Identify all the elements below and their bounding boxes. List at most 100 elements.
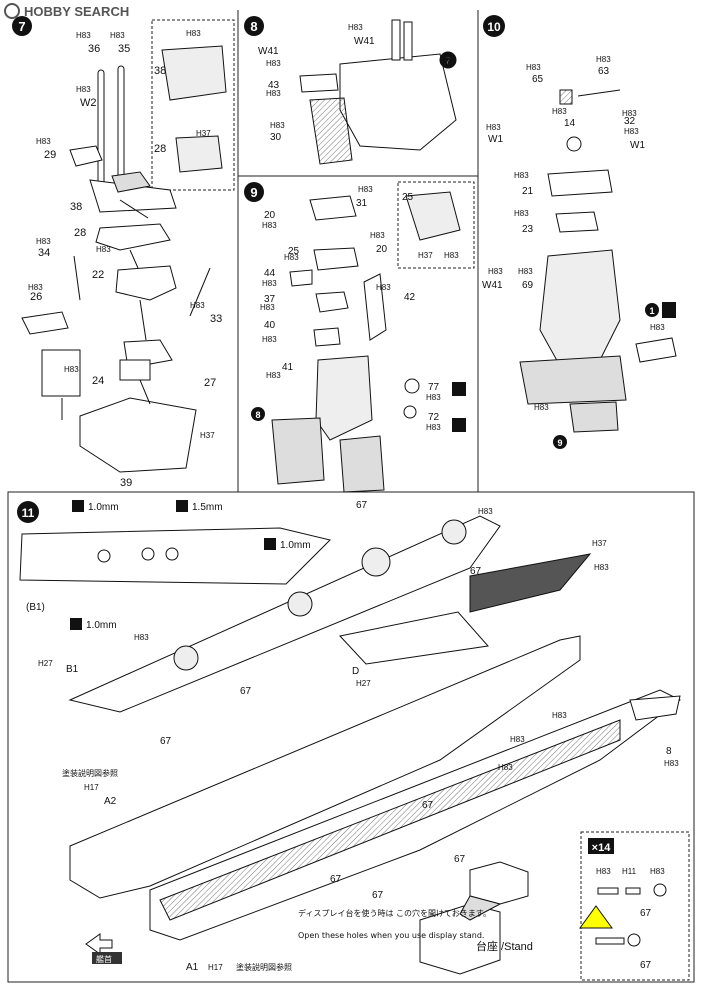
- svg-text:41: 41: [282, 362, 294, 373]
- step-8-part-labels: W41 W41 43 30: [258, 36, 375, 143]
- svg-text:30: 30: [270, 132, 282, 143]
- svg-text:H83: H83: [110, 31, 125, 40]
- svg-text:H37: H37: [418, 251, 433, 260]
- svg-text:H27: H27: [38, 659, 53, 668]
- svg-text:44: 44: [264, 268, 276, 279]
- svg-text:H83: H83: [370, 231, 385, 240]
- svg-text:8: 8: [250, 19, 257, 34]
- svg-text:H83: H83: [284, 253, 299, 262]
- svg-text:ディスプレイ台を使う時は この穴を開けておきます。: ディスプレイ台を使う時は この穴を開けておきます。: [298, 908, 491, 918]
- svg-text:67: 67: [454, 854, 466, 865]
- svg-text:H83: H83: [358, 185, 373, 194]
- svg-text:32: 32: [624, 116, 636, 127]
- svg-text:H83: H83: [262, 279, 277, 288]
- svg-text:67: 67: [640, 908, 652, 919]
- step-11-panel: 11: [17, 500, 681, 975]
- step-11-badge: 11: [17, 501, 39, 523]
- svg-text:20: 20: [264, 210, 276, 221]
- step-10-panel: 10 1 H83 H83 H83 H83 H83 H83 H83 H83: [482, 15, 677, 449]
- svg-text:H83: H83: [526, 63, 541, 72]
- svg-text:H83: H83: [444, 251, 459, 260]
- svg-text:H83: H83: [486, 123, 501, 132]
- svg-text:77: 77: [428, 382, 440, 393]
- x14-inset: ×14 H83 H11 H83: [579, 838, 667, 947]
- svg-text:67: 67: [356, 500, 368, 511]
- display-stand: [419, 861, 529, 975]
- svg-text:W41: W41: [258, 46, 279, 57]
- svg-text:H37: H37: [592, 539, 607, 548]
- watermark-logo: HOBBY SEARCH: [4, 3, 129, 19]
- main-deck-b1: [68, 515, 501, 713]
- svg-text:14: 14: [564, 118, 576, 129]
- drill-sizes: 1.0mm 1.5mm 1.0mm 1.0mm: [86, 502, 311, 631]
- svg-text:塗装説明図参照: 塗装説明図参照: [62, 768, 118, 778]
- step-10-part-labels: 63 65 32 W1 14 W1 21 23 69 W41 9: [482, 66, 645, 449]
- svg-text:H83: H83: [518, 267, 533, 276]
- svg-text:38: 38: [154, 65, 166, 77]
- svg-text:H83: H83: [650, 323, 665, 332]
- svg-text:33: 33: [210, 313, 222, 325]
- svg-text:A2: A2: [104, 796, 117, 807]
- svg-text:H83: H83: [596, 867, 611, 876]
- svg-text:H83: H83: [262, 221, 277, 230]
- drill-indicators: [70, 500, 276, 630]
- svg-text:H83: H83: [488, 267, 503, 276]
- svg-text:72: 72: [428, 412, 440, 423]
- svg-text:H83: H83: [28, 283, 43, 292]
- svg-text:H83: H83: [596, 55, 611, 64]
- svg-text:W41: W41: [354, 36, 375, 47]
- svg-text:H83: H83: [64, 365, 79, 374]
- step-7-badge: 7: [12, 16, 32, 36]
- svg-text:67: 67: [470, 566, 482, 577]
- svg-text:9: 9: [250, 185, 257, 200]
- svg-text:台座 /Stand: 台座 /Stand: [476, 939, 533, 953]
- svg-text:63: 63: [598, 66, 610, 77]
- svg-text:69: 69: [522, 280, 534, 291]
- svg-text:塗装説明図参照: 塗装説明図参照: [236, 962, 292, 972]
- bow-part-8: [629, 695, 681, 721]
- svg-text:A1: A1: [186, 962, 199, 973]
- svg-text:40: 40: [264, 320, 276, 331]
- svg-text:D: D: [352, 666, 359, 677]
- svg-text:W1: W1: [488, 134, 503, 145]
- svg-text:1: 1: [649, 306, 654, 316]
- svg-text:H83: H83: [552, 107, 567, 116]
- svg-text:H83: H83: [594, 563, 609, 572]
- step-9-part-labels: 20 31 25 44 37 40 41 8 42 20 25 77 72: [251, 192, 440, 423]
- svg-text:H27: H27: [356, 679, 371, 688]
- svg-text:H37: H37: [196, 129, 211, 138]
- svg-text:H83: H83: [190, 301, 205, 310]
- svg-text:H83: H83: [650, 867, 665, 876]
- svg-text:W41: W41: [482, 280, 503, 291]
- svg-text:67: 67: [330, 874, 342, 885]
- svg-text:H83: H83: [622, 109, 637, 118]
- bow-direction: 艦首: [85, 933, 122, 964]
- svg-text:7: 7: [18, 19, 25, 34]
- svg-text:H83: H83: [36, 237, 51, 246]
- svg-text:1.0mm: 1.0mm: [86, 620, 117, 631]
- svg-text:10: 10: [487, 20, 501, 34]
- svg-text:Open these holes when you use: Open these holes when you use display st…: [298, 931, 484, 940]
- svg-text:(B1): (B1): [26, 602, 45, 613]
- tower-assembly-10: [519, 89, 677, 433]
- svg-text:H83: H83: [76, 85, 91, 94]
- svg-text:H17: H17: [208, 963, 223, 972]
- step-10-paint-codes: H83 H83 H83 H83 H83 H83 H83 H83 H83 H83 …: [486, 55, 665, 412]
- ref-badge-9: 9: [553, 435, 567, 449]
- svg-text:H83: H83: [186, 29, 201, 38]
- svg-text:×14: ×14: [592, 842, 612, 854]
- bow-view-icon: [452, 382, 466, 432]
- svg-text:H83: H83: [478, 507, 493, 516]
- svg-text:H17: H17: [84, 783, 99, 792]
- svg-text:21: 21: [522, 186, 534, 197]
- svg-text:H83: H83: [266, 59, 281, 68]
- assembly-arrows-7: [61, 199, 151, 420]
- svg-text:67: 67: [372, 890, 384, 901]
- step-7-paint-codes: H83 H83 H83 H83 H83 H83 H83 H83 H83 H37 …: [28, 29, 215, 440]
- svg-text:H83: H83: [552, 711, 567, 720]
- svg-text:28: 28: [74, 227, 86, 239]
- svg-text:28: 28: [154, 143, 166, 155]
- step-9-badge: 9: [244, 182, 264, 202]
- svg-text:25: 25: [288, 246, 300, 257]
